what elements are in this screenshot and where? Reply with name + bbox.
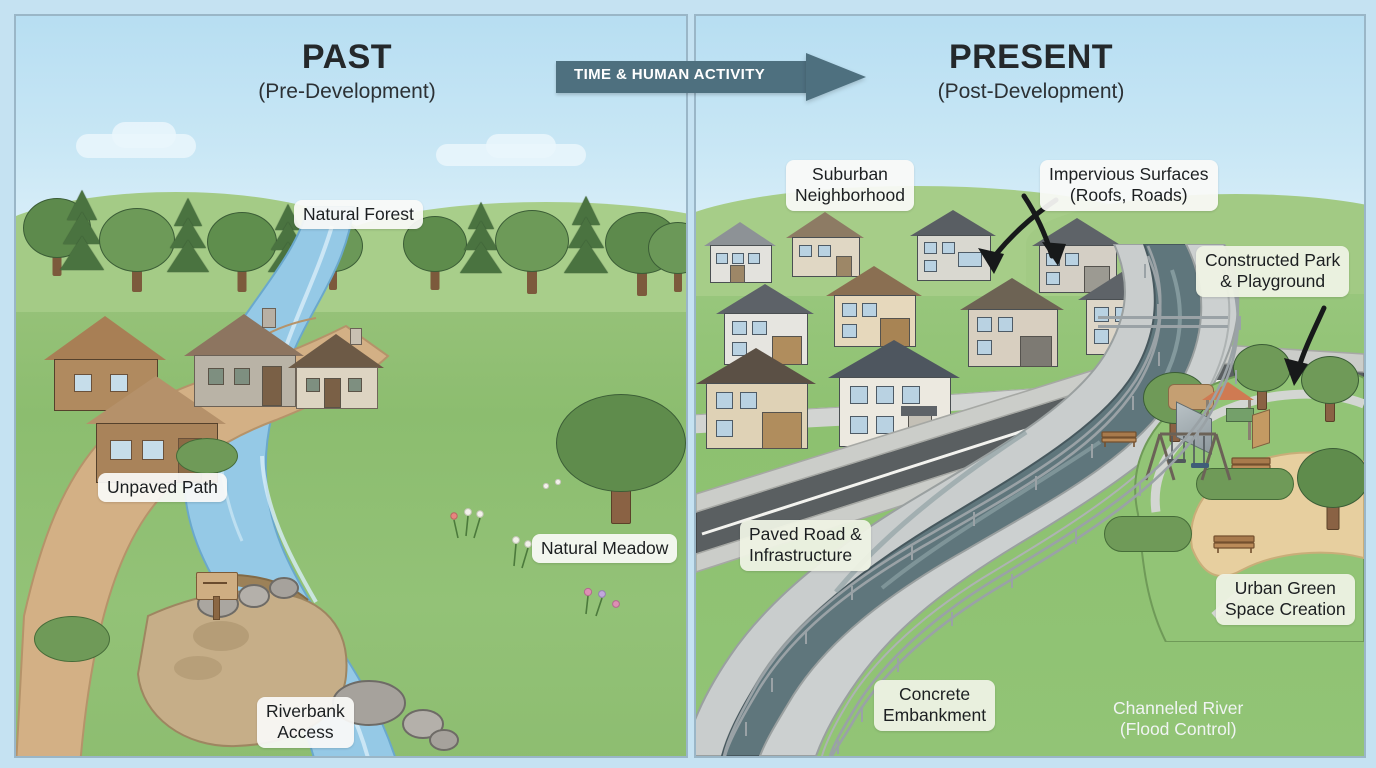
label-paved-road: Paved Road & Infrastructure bbox=[740, 520, 871, 571]
wooden-sign bbox=[196, 572, 238, 620]
pointer-arrow-playground bbox=[1284, 305, 1327, 386]
label-constructed-park: Constructed Park & Playground bbox=[1196, 246, 1350, 297]
conifer-tree bbox=[60, 190, 104, 286]
label-urban-green-space: Urban Green Space Creation bbox=[1216, 574, 1355, 625]
present-title-block: PRESENT (Post-Development) bbox=[836, 38, 1226, 105]
bridge-railing bbox=[1098, 316, 1228, 338]
tree bbox=[206, 212, 278, 292]
label-natural-forest: Natural Forest bbox=[294, 200, 423, 230]
conifer-tree bbox=[166, 198, 210, 290]
hedge bbox=[1104, 516, 1192, 552]
arrow-shaft bbox=[556, 61, 808, 93]
past-title-block: PAST (Pre-Development) bbox=[152, 38, 542, 105]
hedge bbox=[1196, 468, 1294, 500]
present-title: PRESENT bbox=[948, 38, 1114, 76]
wildflowers bbox=[450, 478, 620, 617]
bush bbox=[34, 616, 110, 662]
cloud bbox=[112, 122, 176, 148]
house bbox=[910, 210, 996, 282]
park-bench bbox=[1212, 532, 1258, 559]
label-channeled-river: Channeled River (Flood Control) bbox=[1113, 698, 1244, 740]
label-impervious-surfaces: Impervious Surfaces (Roofs, Roads) bbox=[1040, 160, 1218, 211]
panel-present: Suburban Neighborhood Impervious Surface… bbox=[694, 14, 1366, 758]
bush bbox=[176, 438, 238, 474]
park-tree bbox=[1300, 356, 1360, 422]
arrow-label: TIME & HUMAN ACTIVITY bbox=[574, 66, 766, 83]
label-unpaved-path: Unpaved Path bbox=[98, 473, 227, 503]
channel-railing bbox=[722, 245, 1241, 756]
present-subtitle: (Post-Development) bbox=[937, 79, 1125, 103]
park-tree bbox=[1296, 448, 1364, 530]
label-concrete-embankment: Concrete Embankment bbox=[874, 680, 996, 731]
house bbox=[826, 266, 922, 350]
label-natural-meadow: Natural Meadow bbox=[532, 534, 678, 564]
label-suburban-neighborhood: Suburban Neighborhood bbox=[786, 160, 914, 211]
house bbox=[696, 348, 816, 454]
pointer-arrow-roads bbox=[1021, 193, 1066, 266]
label-riverbank-access: Riverbank Access bbox=[257, 697, 354, 748]
arrow-head-icon bbox=[806, 53, 866, 101]
park-bench bbox=[1100, 428, 1140, 453]
cottage bbox=[288, 328, 384, 410]
panel-past: Natural Forest Unpaved Path Natural Mead… bbox=[14, 14, 688, 758]
meadow-tree bbox=[556, 394, 686, 524]
conifer-tree bbox=[564, 196, 608, 290]
tree bbox=[648, 222, 686, 292]
time-human-activity-arrow: TIME & HUMAN ACTIVITY bbox=[556, 53, 866, 101]
past-title: PAST bbox=[301, 38, 393, 76]
tree bbox=[98, 208, 176, 292]
conifer-tree bbox=[460, 202, 502, 292]
cloud bbox=[486, 134, 556, 158]
house bbox=[704, 222, 776, 284]
tree bbox=[494, 210, 570, 294]
past-subtitle: (Pre-Development) bbox=[258, 79, 436, 103]
stone-house bbox=[184, 308, 304, 408]
house bbox=[960, 278, 1064, 370]
